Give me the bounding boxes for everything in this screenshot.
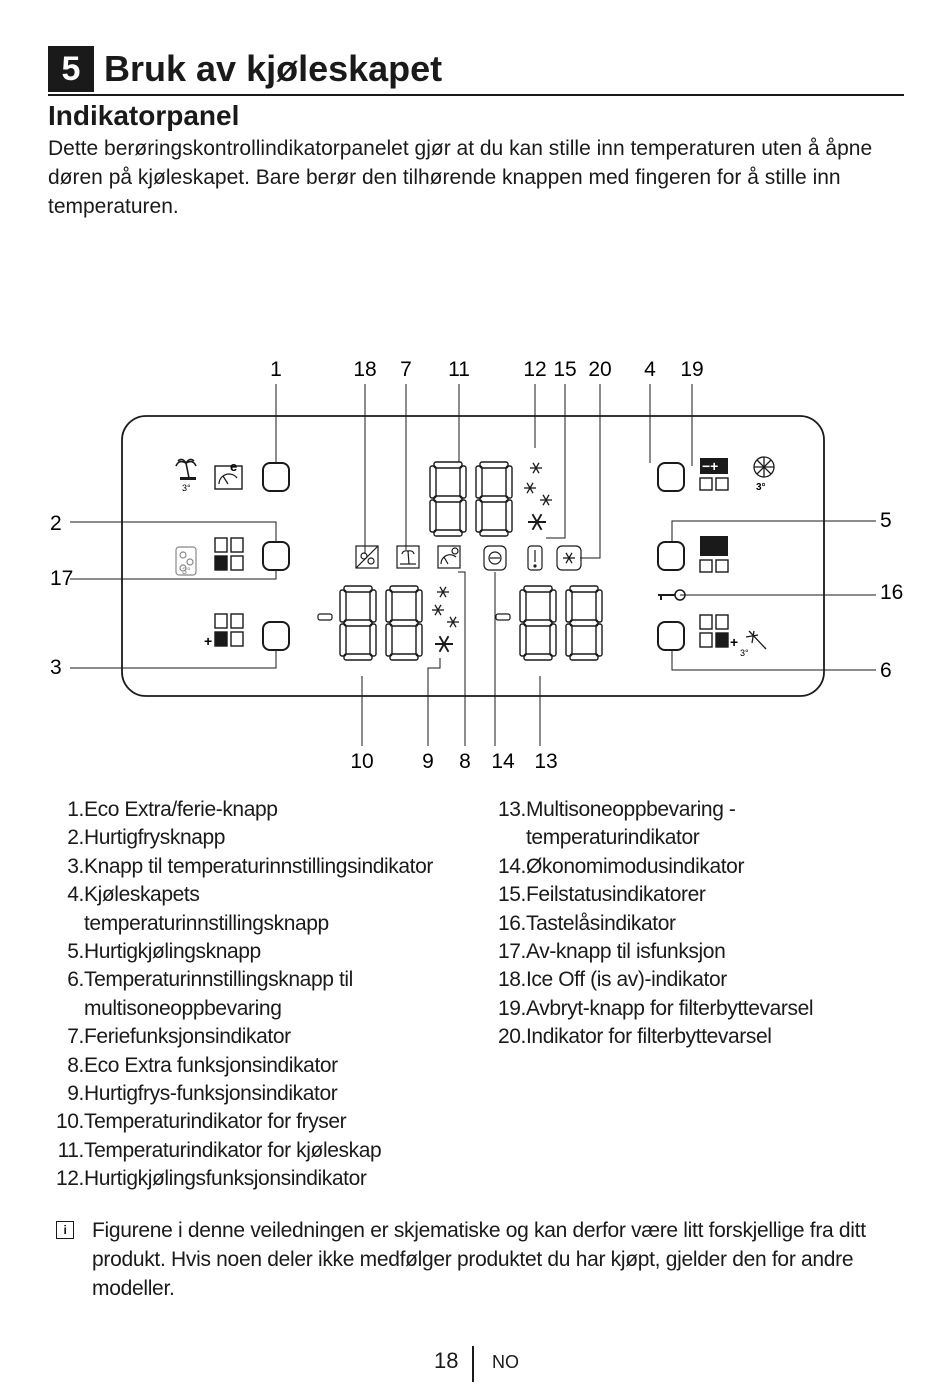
section-title: Indikatorpanel bbox=[48, 100, 240, 131]
info-icon: i bbox=[56, 1221, 74, 1239]
snowflake-icon-s2 bbox=[523, 482, 537, 494]
callout-1: 1 bbox=[270, 358, 282, 381]
panel-outline bbox=[121, 415, 825, 697]
eco-e-label: e bbox=[230, 459, 237, 474]
filter-snowflake-icon bbox=[562, 552, 576, 564]
three-deg-label-3: 3° bbox=[756, 482, 766, 493]
list-item: 5.Hurtigkjølingsknapp bbox=[67, 940, 261, 964]
callout-6: 6 bbox=[880, 659, 892, 682]
minus-sign-right bbox=[495, 613, 511, 621]
callout-7: 7 bbox=[400, 358, 412, 381]
list-item: 12.Hurtigkjølingsfunksjonsindikator bbox=[56, 1167, 367, 1191]
list-item: 7.Feriefunksjonsindikator bbox=[67, 1025, 291, 1049]
plus-icon: + bbox=[204, 633, 212, 649]
note-text: Figurene i denne veiledningen er skjemat… bbox=[92, 1219, 866, 1300]
holiday-indicator-icon bbox=[396, 545, 420, 569]
ice-off-icon bbox=[175, 546, 197, 576]
list-item: 17.Av-knapp til isfunksjon bbox=[498, 940, 726, 964]
key-icon bbox=[658, 589, 686, 601]
three-deg-label-2: 3° bbox=[182, 566, 191, 576]
callout-20: 20 bbox=[588, 358, 611, 381]
callout-5: 5 bbox=[880, 509, 892, 532]
multizone-temp-button[interactable] bbox=[657, 621, 685, 651]
intro-paragraph: Dette berøringskontrollindikatorpanelet … bbox=[48, 137, 873, 218]
minus-plus-icon: −+ bbox=[702, 458, 718, 474]
callout-17: 17 bbox=[50, 567, 73, 590]
list-item: 16.Tastelåsindikator bbox=[498, 911, 676, 935]
freezer-snowflake-4 bbox=[434, 635, 454, 653]
freezer-snowflake-2 bbox=[431, 604, 445, 616]
warning-icon bbox=[527, 545, 543, 571]
list-item: 2.Hurtigfrysknapp bbox=[67, 826, 226, 850]
language-code: NO bbox=[492, 1352, 519, 1372]
list-item: 15.Feilstatusindikatorer bbox=[498, 883, 706, 907]
legend-list-right: 13.Multisoneoppbevaring - temperaturindi… bbox=[490, 796, 920, 1052]
three-deg-label-4: 3° bbox=[740, 648, 749, 658]
callout-10: 10 bbox=[350, 750, 373, 773]
snowflake-icon-s3 bbox=[539, 494, 553, 506]
chapter-header: 5 Bruk av kjøleskapet bbox=[48, 46, 904, 96]
callout-8: 8 bbox=[459, 750, 471, 773]
list-item: 1.Eco Extra/ferie-knapp bbox=[67, 798, 278, 821]
callout-2: 2 bbox=[50, 512, 62, 535]
list-item: 10.Temperaturindikator for fryser bbox=[56, 1110, 347, 1134]
callout-13: 13 bbox=[534, 750, 557, 773]
eco-gauge-icon bbox=[214, 465, 243, 490]
quick-freeze-button[interactable] bbox=[262, 541, 290, 571]
list-item: 18.Ice Off (is av)-indikator bbox=[498, 968, 727, 992]
freezer-display-digit-2 bbox=[385, 585, 423, 661]
snowflake-icon-s4 bbox=[527, 513, 547, 531]
list-item: 3.Knapp til temperaturinnstillingsindika… bbox=[67, 854, 433, 878]
list-item: 19.Avbryt-knapp for filterbyttevarsel bbox=[498, 996, 814, 1020]
economy-mode-icon bbox=[483, 545, 507, 571]
minus-sign-left bbox=[317, 613, 333, 621]
sparkle-icon bbox=[745, 630, 767, 650]
chapter-title: Bruk av kjøleskapet bbox=[104, 48, 443, 89]
callout-16: 16 bbox=[880, 581, 903, 604]
legend-list-left: 1.Eco Extra/ferie-knapp 2.Hurtigfrysknap… bbox=[48, 796, 468, 1194]
freezer-snowflake-3 bbox=[446, 616, 460, 628]
page-number: 18 bbox=[434, 1348, 459, 1373]
list-item: 8.Eco Extra funksjonsindikator bbox=[67, 1053, 338, 1077]
callout-18: 18 bbox=[353, 358, 376, 381]
ice-off-indicator-icon bbox=[355, 545, 379, 569]
callout-19: 19 bbox=[680, 358, 703, 381]
fan-icon bbox=[753, 456, 775, 478]
list-item: 4.Kjøleskapets temperaturinnstillingskna… bbox=[67, 883, 329, 935]
callout-11: 11 bbox=[448, 358, 470, 381]
list-item: 6.Temperaturinnstillingsknapp til multis… bbox=[67, 968, 353, 1020]
callout-4: 4 bbox=[644, 358, 656, 381]
list-item: 20.Indikator for filterbyttevarsel bbox=[498, 1025, 772, 1049]
temp-indicator-button[interactable] bbox=[262, 621, 290, 651]
callout-3: 3 bbox=[50, 656, 62, 679]
indicator-panel-diagram: 1 18 7 11 12 15 20 4 19 10 9 8 14 13 2 1… bbox=[0, 350, 950, 780]
chapter-number: 5 bbox=[48, 46, 94, 92]
filter-icon bbox=[556, 545, 582, 571]
palm-tree-icon bbox=[175, 458, 197, 480]
callout-9: 9 bbox=[422, 750, 434, 773]
eco-extra-holiday-button[interactable] bbox=[262, 462, 290, 492]
seven-segment-display bbox=[429, 461, 467, 537]
footer-divider bbox=[472, 1346, 474, 1382]
freezer-snowflake-1 bbox=[436, 586, 450, 598]
seven-segment-display-2 bbox=[475, 461, 513, 537]
list-item: 9.Hurtigfrys-funksjonsindikator bbox=[67, 1082, 338, 1106]
snowflake-icon-s1 bbox=[529, 462, 543, 474]
freezer-display-digit-1 bbox=[339, 585, 377, 661]
quick-cool-button[interactable] bbox=[657, 541, 685, 571]
eco-extra-indicator-icon bbox=[437, 545, 461, 569]
multizone-display-digit-1 bbox=[519, 585, 557, 661]
list-item: 14.Økonomimodusindikator bbox=[498, 854, 745, 878]
fridge-temp-button[interactable] bbox=[657, 462, 685, 492]
multizone-display-digit-2 bbox=[565, 585, 603, 661]
plus-icon-2: + bbox=[730, 634, 738, 650]
callout-12: 12 bbox=[523, 358, 546, 381]
list-item: 11.Temperaturindikator for kjøleskap bbox=[57, 1138, 382, 1162]
callout-14: 14 bbox=[491, 750, 515, 773]
three-deg-label: 3° bbox=[182, 483, 191, 493]
callout-15: 15 bbox=[553, 358, 576, 381]
list-item: 13.Multisoneoppbevaring - temperaturindi… bbox=[498, 798, 736, 850]
